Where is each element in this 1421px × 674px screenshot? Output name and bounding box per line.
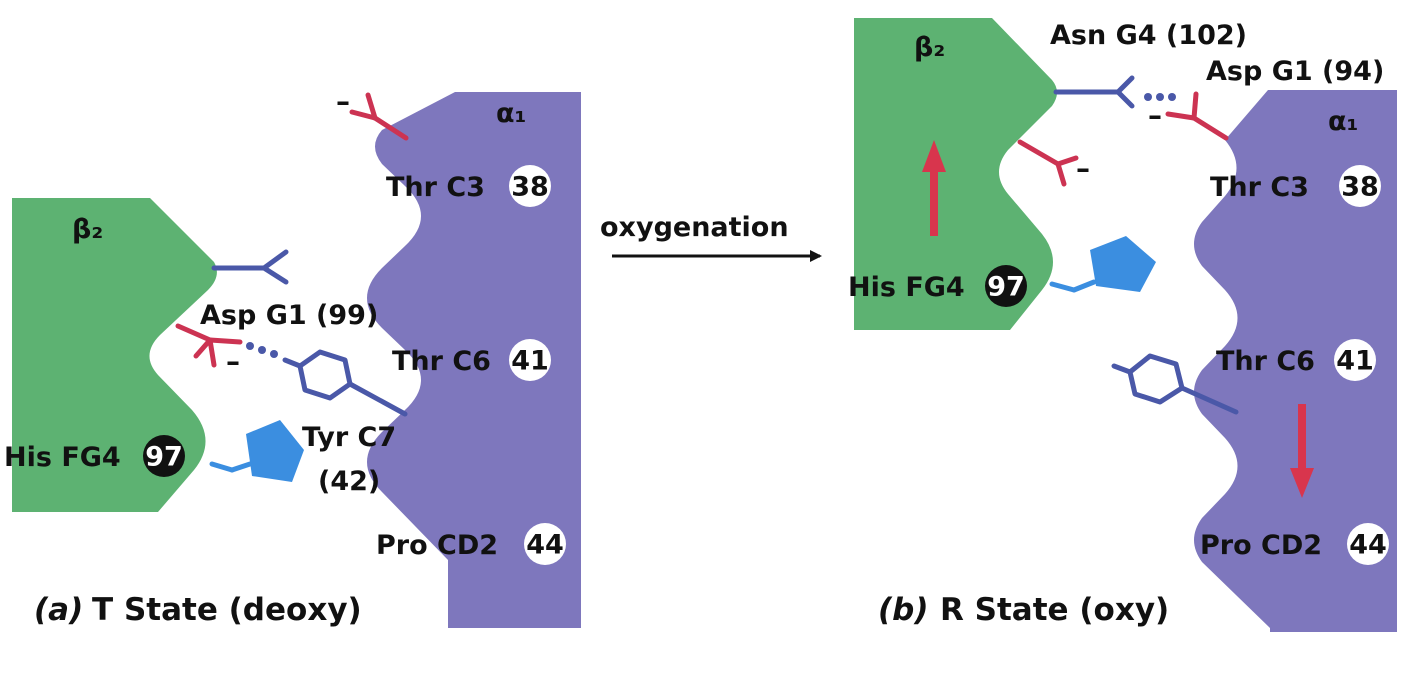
panel-a-alpha1-label: α₁: [496, 98, 526, 129]
panel-b-beta2-subunit: [854, 18, 1057, 330]
panel-b-alpha1-subunit: [1194, 90, 1397, 632]
panel-b-his-fg4-ring: [1049, 236, 1156, 293]
panel-a-his-fg4-label: His FG4: [4, 442, 121, 473]
panel-a-tyr-c7-number: (42): [318, 466, 380, 497]
panel-a-beta2-label: β₂: [72, 214, 103, 245]
panel-b-thr-c3-number: 38: [1341, 172, 1379, 203]
panel-b-tyr-c7-ring: [1111, 353, 1239, 415]
panel-b-pro-cd2-badge: [1347, 523, 1389, 565]
panel-b-thr-c6-badge: [1334, 339, 1376, 381]
panel-a-tyr-c7-label: Tyr C7: [302, 422, 396, 453]
panel-b-alpha1-label: α₁: [1328, 106, 1358, 137]
panel-a-charge-sign-top: –: [336, 85, 350, 118]
panel-a-caption: T State (deoxy): [92, 592, 362, 628]
panel-b-r-state: – – β₂ α₁: [848, 18, 1397, 632]
panel-b-thr-c6-number: 41: [1336, 346, 1374, 377]
panel-a-thr-c3-number: 38: [511, 172, 549, 203]
panel-a-his-fg4-number: 97: [145, 442, 183, 473]
panel-a-caption-prefix: (a): [34, 592, 83, 628]
panel-a-asp-g1-label: Asp G1 (99): [200, 300, 378, 331]
panel-a-acidic-chain-top: [349, 92, 409, 141]
panel-b-thr-c3-label: Thr C3: [1210, 172, 1309, 203]
panel-b-caption-prefix: (b): [878, 592, 929, 628]
panel-a-pro-cd2-label: Pro CD2: [376, 530, 498, 561]
panel-a-thr-c6-badge: [509, 339, 551, 381]
panel-a-thr-c6-number: 41: [511, 346, 549, 377]
panel-b-thr-c3-badge: [1339, 165, 1381, 207]
panel-b-charge-sign-beta: –: [1076, 152, 1090, 185]
panel-a-thr-c6-label: Thr C6: [392, 346, 491, 377]
panel-a-pro-cd2-number: 44: [526, 530, 564, 561]
panel-a-his-fg4-badge: [143, 435, 185, 477]
panel-a-thr-c3-label: Thr C3: [386, 172, 485, 203]
panel-a-tyr-c7-ring: [282, 349, 408, 417]
panel-a-hydrogen-bond: [246, 342, 278, 358]
panel-b-his-fg4-number: 97: [987, 272, 1025, 303]
panel-b-asn-g4-label: Asn G4 (102): [1050, 20, 1247, 51]
panel-b-alpha-motion-arrow: [1290, 404, 1314, 498]
panel-b-hydrogen-bond: [1144, 93, 1176, 101]
panel-b-asn-g4-side-chain: [1053, 75, 1135, 109]
panel-a-alpha1-subunit: [367, 92, 581, 628]
panel-b-his-fg4-label: His FG4: [848, 272, 965, 303]
panel-a-pro-cd2-badge: [524, 523, 566, 565]
panel-a-t-state: – –: [4, 85, 581, 628]
oxygenation-label: oxygenation: [600, 212, 789, 243]
panel-b-his-fg4-badge: [985, 265, 1027, 307]
panel-a-thr-c3-badge: [509, 165, 551, 207]
panel-b-asp-g1-side-chain: [1165, 91, 1229, 141]
panel-b-asp-g1-label: Asp G1 (94): [1206, 56, 1384, 87]
panel-b-pro-cd2-number: 44: [1349, 530, 1387, 561]
panel-b-caption: R State (oxy): [940, 592, 1169, 628]
panel-a-beta2-subunit: [12, 198, 217, 512]
panel-b-charge-sign-asp: –: [1148, 99, 1162, 132]
panel-a-asp-g1-side-chain: [175, 323, 243, 368]
panel-a-his-fg4-ring: [209, 420, 304, 482]
panel-b-beta-motion-arrow: [922, 140, 946, 236]
oxygenation-arrow: oxygenation: [600, 212, 822, 262]
panel-b-acidic-chain-beta: [1017, 139, 1079, 187]
panel-a-polar-chain-top: [211, 249, 289, 285]
panel-b-pro-cd2-label: Pro CD2: [1200, 530, 1322, 561]
panel-a-charge-sign-asp: –: [226, 345, 240, 378]
panel-b-beta2-label: β₂: [914, 32, 945, 63]
panel-b-thr-c6-label: Thr C6: [1216, 346, 1315, 377]
